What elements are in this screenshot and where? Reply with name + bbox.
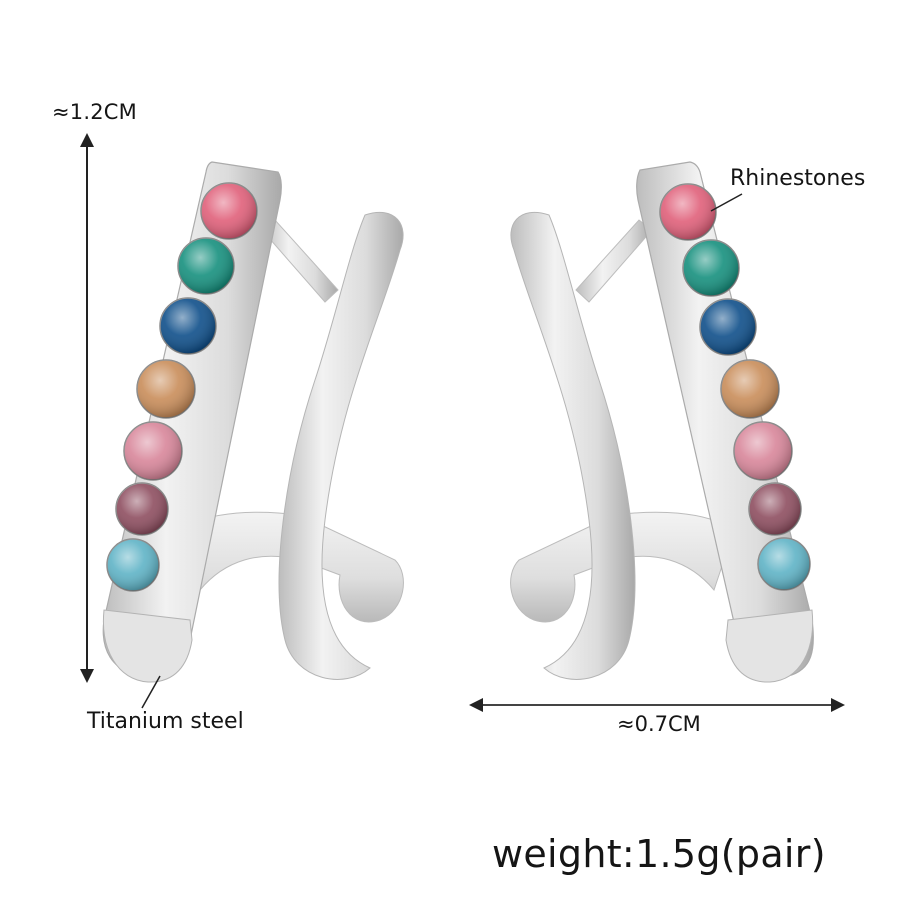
left-pave-bar [102,161,282,678]
right-bar-end [725,609,814,683]
right-stud-post [575,219,653,303]
weight-label: weight:1.5g(pair) [492,832,826,876]
left-bar-end [102,609,193,683]
right-cuff-base [510,511,735,623]
left-cuff-base [179,511,404,623]
height-dimension-label: ≈1.2CM [52,100,137,124]
left-rhinestones [106,182,258,592]
rhinestones-leader-line [710,193,743,212]
right-pave-bar [636,161,814,678]
material-leader-line [141,675,161,709]
rhinestones-label: Rhinestones [730,166,866,191]
right-rhinestones [659,183,811,591]
material-label: Titanium steel [87,709,244,734]
right-earring [510,161,814,683]
right-plain-arm [510,211,636,680]
left-earring [102,161,404,683]
left-plain-arm [278,211,404,680]
width-dimension-label: ≈0.7CM [617,712,701,736]
